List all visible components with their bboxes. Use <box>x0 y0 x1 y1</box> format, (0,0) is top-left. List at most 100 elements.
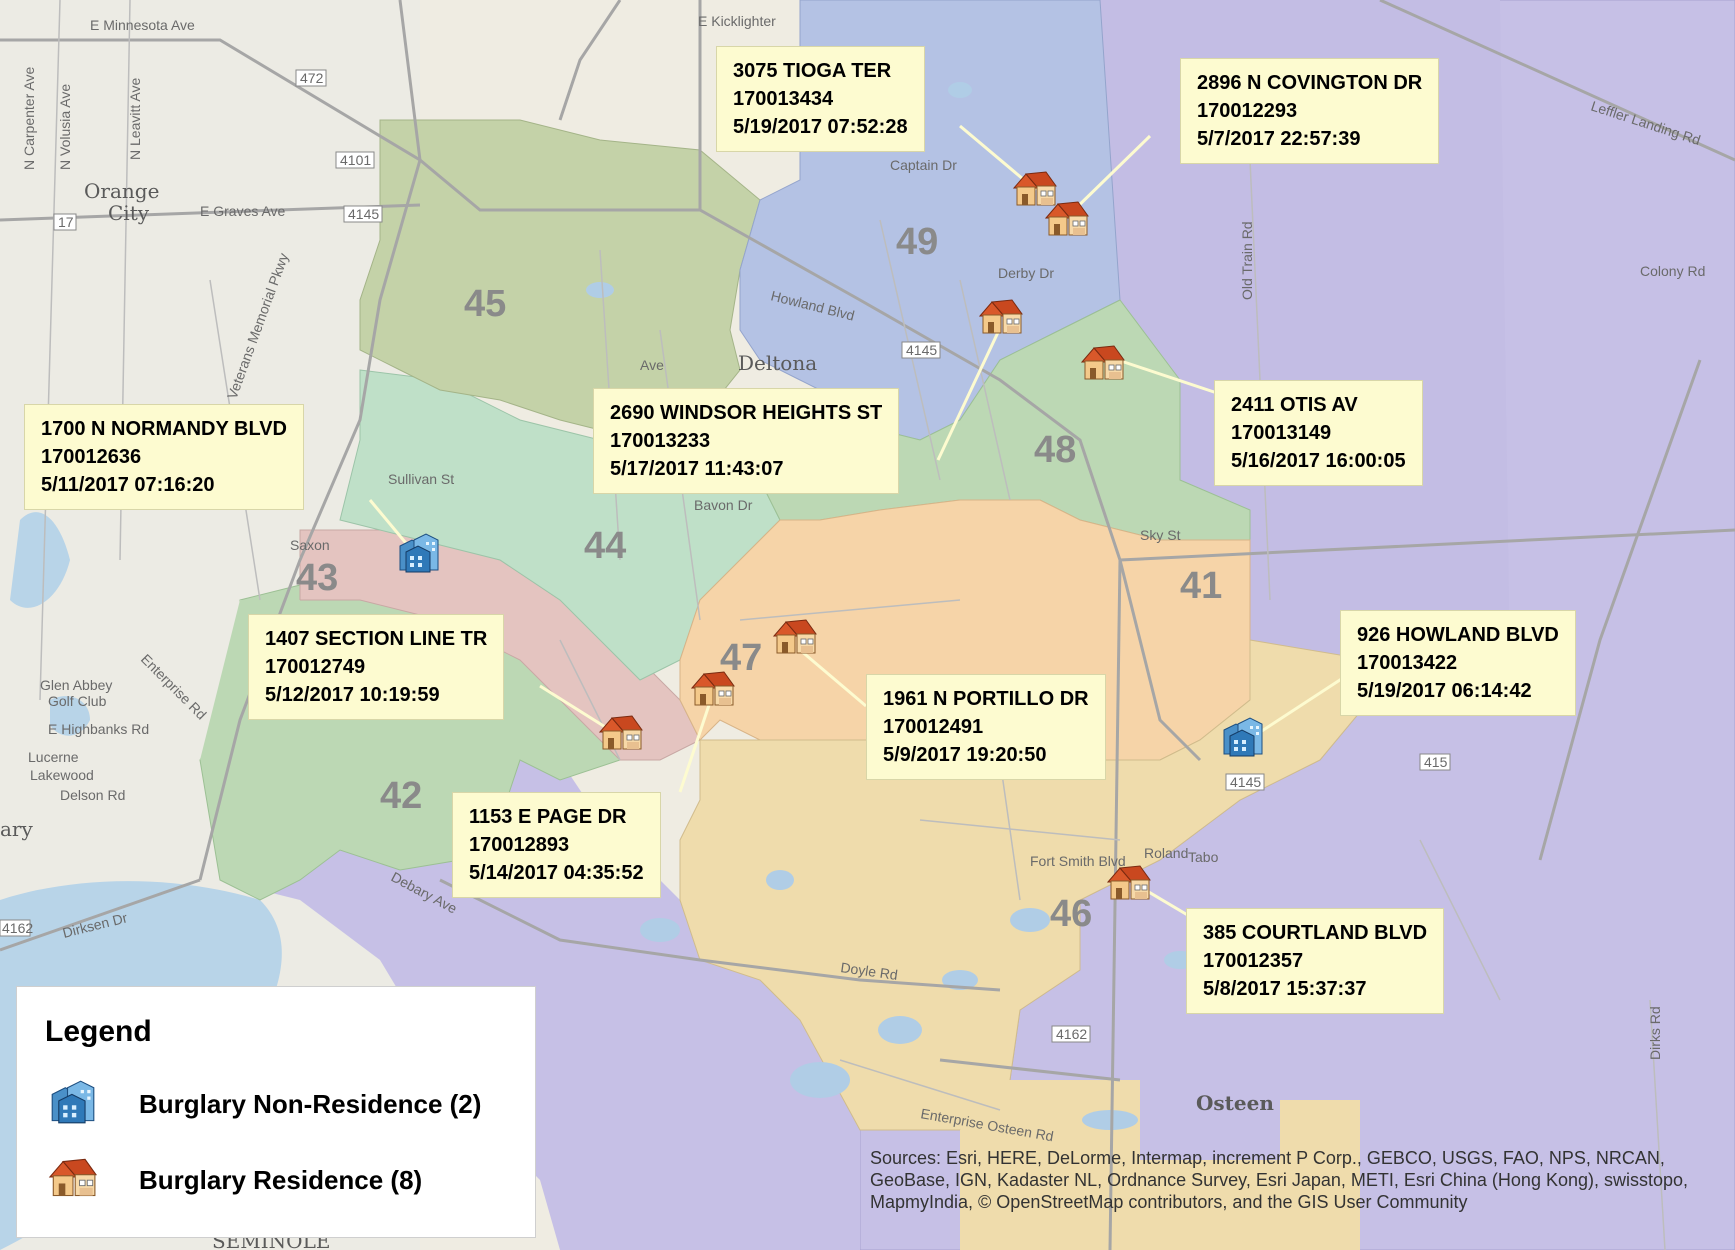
road-label-captain: Captain Dr <box>890 157 957 173</box>
callout-address: 1961 N PORTILLO DR <box>883 688 1089 710</box>
lake-a <box>790 1062 850 1098</box>
road-label-saxon: Saxon <box>290 537 330 553</box>
place-label-deltona: Deltona <box>738 351 817 375</box>
callout-datetime: 5/19/2017 06:14:42 <box>1357 680 1532 702</box>
callout-case-number: 170013233 <box>610 430 711 452</box>
callout-courtland[interactable]: 385 COURTLAND BLVD 170012357 5/8/2017 15… <box>1186 908 1445 1014</box>
callout-address: 3075 TIOGA TER <box>733 60 892 82</box>
lake-h <box>640 918 680 942</box>
callout-tioga[interactable]: 3075 TIOGA TER 170013434 5/19/2017 07:52… <box>716 46 925 152</box>
callout-case-number: 170013434 <box>733 88 834 110</box>
house-icon[interactable] <box>1044 198 1090 240</box>
zone-number-46: 46 <box>1050 893 1092 935</box>
svg-text:4162: 4162 <box>1056 1026 1087 1042</box>
zone-number-49: 49 <box>896 221 938 263</box>
road-label-graves: E Graves Ave <box>200 203 286 219</box>
callout-normandy[interactable]: 1700 N NORMANDY BLVD 170012636 5/11/2017… <box>24 404 304 510</box>
callout-address: 1153 E PAGE DR <box>469 806 627 828</box>
callout-datetime: 5/19/2017 07:52:28 <box>733 116 908 138</box>
callout-section-line[interactable]: 1407 SECTION LINE TR 170012749 5/12/2017… <box>248 614 505 720</box>
callout-leaders <box>368 124 1347 922</box>
place-label-city: City <box>108 201 150 225</box>
lake-b <box>878 1016 922 1044</box>
road-label-kicklighter: E Kicklighter <box>698 13 776 29</box>
callout-otis[interactable]: 2411 OTIS AV 170013149 5/16/2017 16:00:0… <box>1214 380 1423 486</box>
road-label-carpenter: N Carpenter Ave <box>21 67 37 170</box>
house-icon[interactable] <box>1080 342 1126 384</box>
svg-text:4145: 4145 <box>348 206 379 222</box>
place-label-ary: ary <box>0 817 33 841</box>
road-label-doyle: Doyle Rd <box>840 959 899 983</box>
zone-number-47: 47 <box>720 637 762 679</box>
callout-case-number: 170012491 <box>883 716 984 738</box>
road-label-sky: Sky St <box>1140 527 1181 543</box>
road-label-minnesota: E Minnesota Ave <box>90 17 195 33</box>
svg-text:4101: 4101 <box>340 152 371 168</box>
legend-label: Burglary Residence (8) <box>139 1165 423 1195</box>
svg-text:472: 472 <box>300 70 324 86</box>
road-label-leavitt: N Leavitt Ave <box>127 78 143 160</box>
callout-datetime: 5/12/2017 10:19:59 <box>265 684 440 706</box>
svg-text:4145: 4145 <box>906 342 937 358</box>
lake-g <box>766 870 794 890</box>
road-label-bavon: Bavon Dr <box>694 497 753 513</box>
callout-datetime: 5/17/2017 11:43:07 <box>610 458 784 480</box>
callout-datetime: 5/11/2017 07:16:20 <box>41 474 215 496</box>
place-label-glen-abbey: Glen Abbey <box>40 677 112 693</box>
zone-number-44: 44 <box>584 525 626 567</box>
road-label-colony: Colony Rd <box>1640 263 1705 279</box>
svg-text:415: 415 <box>1424 754 1448 770</box>
callout-page[interactable]: 1153 E PAGE DR 170012893 5/14/2017 04:35… <box>452 792 661 898</box>
office-building-icon[interactable] <box>396 532 442 574</box>
house-icon <box>47 1155 99 1201</box>
svg-text:4162: 4162 <box>2 920 33 936</box>
road-label-delson: Delson Rd <box>60 787 125 803</box>
house-icon[interactable] <box>598 712 644 754</box>
house-icon[interactable] <box>978 296 1024 338</box>
zone-number-45: 45 <box>464 283 506 325</box>
place-label-lakewood: Lakewood <box>30 767 94 783</box>
zone-41-core <box>1100 0 1510 660</box>
legend-item-residence: Burglary Residence (8) <box>47 1155 527 1203</box>
callout-portillo[interactable]: 1961 N PORTILLO DR 170012491 5/9/2017 19… <box>866 674 1106 780</box>
road-label-volusia: N Volusia Ave <box>57 84 73 170</box>
road-label-derby: Derby Dr <box>998 265 1054 281</box>
lake-d <box>1010 908 1050 932</box>
lake-small <box>50 696 90 736</box>
callout-howland[interactable]: 926 HOWLAND BLVD 170013422 5/19/2017 06:… <box>1340 610 1576 716</box>
callout-datetime: 5/8/2017 15:37:37 <box>1203 978 1367 1000</box>
callout-address: 2690 WINDSOR HEIGHTS ST <box>610 402 883 424</box>
office-building-icon <box>47 1079 99 1125</box>
lake-l <box>586 282 614 298</box>
place-label-lucerne: Lucerne <box>28 749 79 765</box>
callout-address: 385 COURTLAND BLVD <box>1203 922 1428 944</box>
callout-datetime: 5/16/2017 16:00:05 <box>1231 450 1406 472</box>
road-label-roland: Roland <box>1144 845 1188 861</box>
house-icon[interactable] <box>1106 862 1152 904</box>
road-label-old-train: Old Train Rd <box>1239 221 1255 300</box>
place-label-orange: Orange <box>84 179 159 203</box>
house-icon[interactable] <box>690 668 736 710</box>
house-icon[interactable] <box>772 616 818 658</box>
office-building-icon[interactable] <box>1220 716 1266 758</box>
callout-windsor[interactable]: 2690 WINDSOR HEIGHTS ST 170013233 5/17/2… <box>593 388 900 494</box>
route-shields: 472 4101 4145 4145 4145 415 4162 4162 17 <box>0 69 1451 1043</box>
zone-46-south <box>960 1080 1360 1250</box>
road-label-sullivan: Sullivan St <box>388 471 454 487</box>
legend-label: Burglary Non-Residence (2) <box>139 1089 482 1119</box>
place-label-golf-club: Golf Club <box>48 693 107 709</box>
callout-covington[interactable]: 2896 N COVINGTON DR 170012293 5/7/2017 2… <box>1180 58 1440 164</box>
road-label-highbanks: E Highbanks Rd <box>48 721 149 737</box>
lake-west <box>10 512 70 608</box>
road-label-ave: Ave <box>640 357 664 373</box>
callout-case-number: 170013422 <box>1357 652 1458 674</box>
callout-address: 2411 OTIS AV <box>1231 394 1358 416</box>
callout-address: 2896 N COVINGTON DR <box>1197 72 1423 94</box>
road-label-dirks: Dirks Rd <box>1647 1006 1663 1060</box>
callout-address: 926 HOWLAND BLVD <box>1357 624 1559 646</box>
zone-number-43: 43 <box>296 557 338 599</box>
legend: Legend Burglary Non-Residence (2) Burgla… <box>16 986 536 1238</box>
callout-datetime: 5/9/2017 19:20:50 <box>883 744 1047 766</box>
